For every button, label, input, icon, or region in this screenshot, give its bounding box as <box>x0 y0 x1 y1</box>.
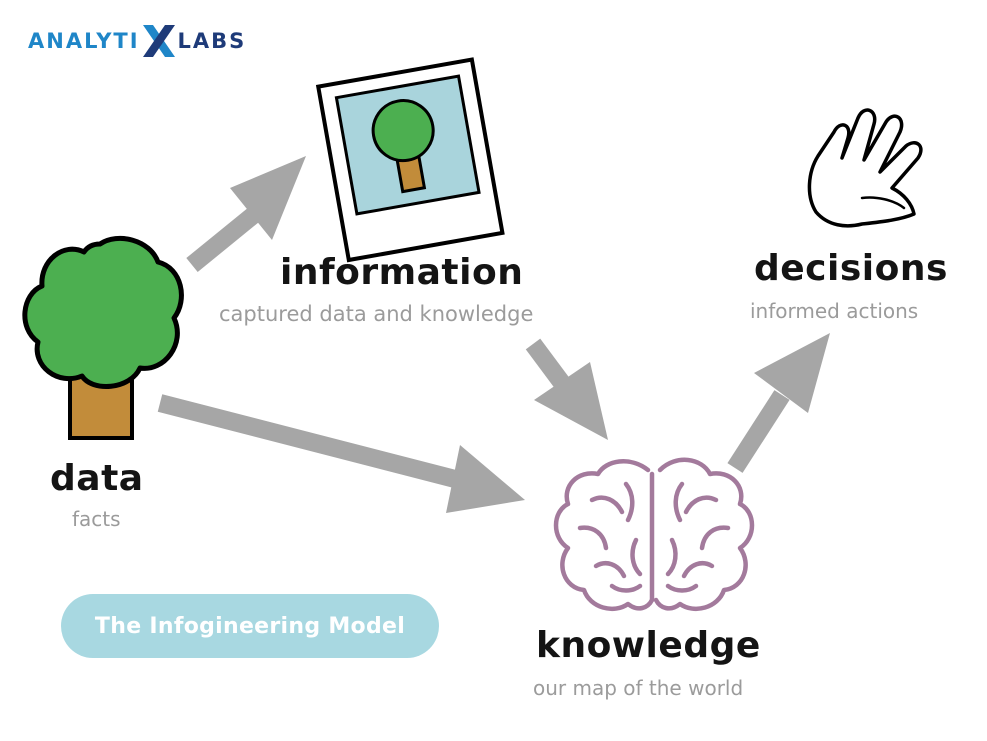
data-subtitle: facts <box>72 507 121 531</box>
arrow-knowledge-to-decisions <box>727 333 830 473</box>
logo-text-right: LABS <box>177 29 247 53</box>
logo-text-left: ANALYTI <box>28 29 140 53</box>
arrow-data-to-knowledge <box>157 394 525 513</box>
arrow-data-to-information <box>186 156 306 272</box>
brain-icon <box>553 457 755 611</box>
information-subtitle: captured data and knowledge <box>219 302 534 326</box>
decisions-title: decisions <box>754 248 948 289</box>
logo-x-icon <box>142 25 175 57</box>
knowledge-title: knowledge <box>536 625 761 666</box>
tree-icon <box>22 235 184 440</box>
polaroid-photo-icon <box>315 57 505 263</box>
analytixlabs-logo: ANALYTI LABS <box>28 24 246 58</box>
hand-icon <box>807 108 923 228</box>
decisions-subtitle: informed actions <box>750 299 919 323</box>
arrow-information-to-knowledge <box>525 338 608 440</box>
data-title: data <box>50 458 144 499</box>
information-title: information <box>280 252 524 293</box>
model-name-badge: The Infogineering Model <box>61 594 439 658</box>
knowledge-subtitle: our map of the world <box>533 676 744 700</box>
